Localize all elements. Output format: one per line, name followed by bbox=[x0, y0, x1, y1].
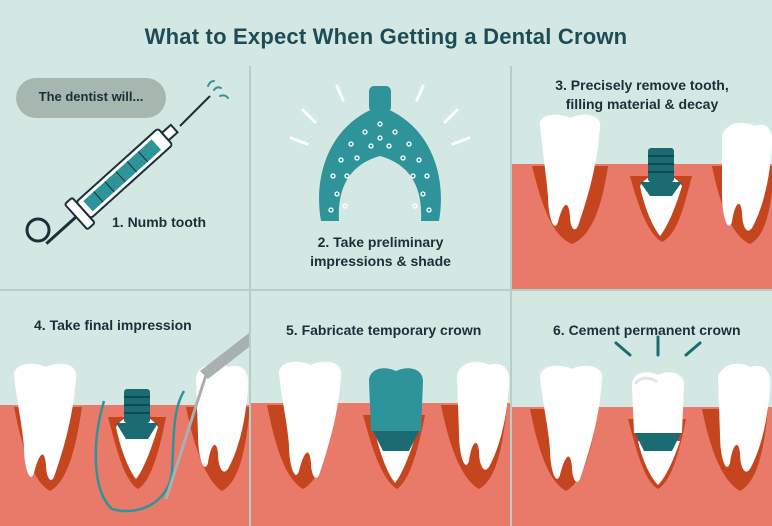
step-3-caption-line-2: filling material & decay bbox=[565, 96, 719, 112]
vertical-divider-right bbox=[510, 66, 512, 526]
final-impression-illustration bbox=[0, 333, 249, 526]
impression-tray-illustration bbox=[289, 84, 471, 221]
step-6-panel: 6. Cement permanent crown bbox=[512, 291, 772, 526]
step-6-caption: 6. Cement permanent crown bbox=[553, 322, 741, 338]
vertical-divider-left bbox=[249, 66, 251, 526]
step-4-panel: 4. Take final impression bbox=[0, 291, 249, 526]
step-1-caption: 1. Numb tooth bbox=[112, 214, 207, 230]
gum-and-teeth-icon bbox=[512, 335, 772, 526]
intro-speech-bubble: The dentist will... bbox=[16, 78, 166, 118]
step-3-caption: 3. Precisely remove tooth, filling mater… bbox=[512, 76, 772, 114]
syringe-illustration bbox=[25, 80, 229, 245]
step-3-panel: 3. Precisely remove tooth, filling mater… bbox=[512, 66, 772, 289]
gum-and-teeth-icon bbox=[251, 361, 510, 526]
gum-and-teeth-icon bbox=[512, 114, 772, 289]
intro-bubble-text: The dentist will... bbox=[38, 89, 144, 104]
impression-tray-icon bbox=[289, 84, 471, 221]
gum-and-teeth-icon bbox=[0, 333, 249, 526]
horizontal-divider bbox=[0, 289, 772, 291]
step-3-caption-line-1: 3. Precisely remove tooth, bbox=[555, 77, 729, 93]
prepared-tooth-illustration bbox=[512, 114, 772, 289]
step-4-caption: 4. Take final impression bbox=[34, 317, 192, 333]
step-2-caption-line-2: impressions & shade bbox=[310, 253, 451, 269]
step-5-panel: 5. Fabricate temporary crown bbox=[251, 291, 510, 526]
permanent-crown-illustration bbox=[512, 335, 772, 526]
step-2-panel: 2. Take preliminary impressions & shade bbox=[251, 66, 510, 289]
dental-instrument-icon bbox=[164, 333, 249, 500]
step-2-caption: 2. Take preliminary impressions & shade bbox=[251, 233, 510, 271]
step-2-caption-line-1: 2. Take preliminary bbox=[317, 234, 444, 250]
temporary-crown-illustration bbox=[251, 361, 510, 526]
step-1-panel: 1. Numb tooth bbox=[0, 66, 249, 289]
infographic-title: What to Expect When Getting a Dental Cro… bbox=[144, 24, 628, 49]
step-5-caption: 5. Fabricate temporary crown bbox=[286, 322, 482, 338]
syringe-icon bbox=[25, 80, 229, 245]
